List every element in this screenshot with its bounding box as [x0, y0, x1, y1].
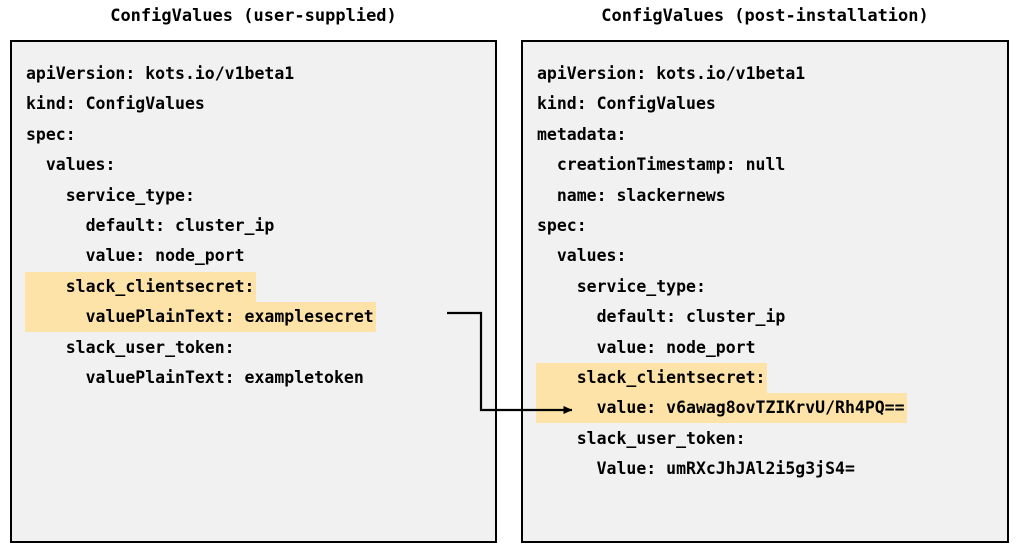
yaml-line-text: values: — [26, 155, 116, 175]
yaml-line: service_type: — [523, 272, 1007, 302]
yaml-line: value: v6awag8ovTZIKrvU/Rh4PQ== — [523, 393, 1007, 424]
yaml-line: default: cluster_ip — [523, 302, 1007, 332]
yaml-line: valuePlainText: examplesecret — [12, 302, 495, 333]
yaml-line: spec: — [12, 120, 495, 150]
yaml-line-text: Value: umRXcJhJAl2i5g3jS4= — [537, 459, 855, 479]
yaml-line: service_type: — [12, 181, 495, 211]
yaml-line: values: — [523, 241, 1007, 271]
yaml-line-list-user-supplied: apiVersion: kots.io/v1beta1 kind: ConfigV… — [12, 42, 495, 541]
yaml-line-list-post-installation: apiVersion: kots.io/v1beta1 kind: ConfigV… — [523, 42, 1007, 541]
yaml-line-text: value: v6awag8ovTZIKrvU/Rh4PQ== — [536, 393, 907, 424]
yaml-line: slack_user_token: — [523, 424, 1007, 454]
yaml-line-text: apiVersion: kots.io/v1beta1 — [26, 64, 295, 83]
yaml-line-text: spec: — [26, 124, 76, 144]
panel-title-user-supplied: ConfigValues (user-supplied) — [110, 6, 397, 26]
yaml-line-text: kind: ConfigValues — [26, 94, 205, 114]
yaml-line-text: apiVersion: kots.io/v1beta1 — [537, 64, 806, 83]
yaml-line: apiVersion: kots.io/v1beta1 — [523, 59, 1007, 89]
yaml-line-text: default: cluster_ip — [537, 307, 786, 327]
yaml-line-text: slack_clientsecret: — [25, 271, 257, 302]
yaml-line: apiVersion: kots.io/v1beta1 — [12, 59, 495, 89]
yaml-line: slack_clientsecret: — [12, 271, 495, 302]
yaml-line: creationTimestamp: null — [523, 150, 1007, 180]
yaml-line: values: — [12, 150, 495, 180]
yaml-line-text: spec: — [537, 215, 587, 235]
yaml-line-text: creationTimestamp: null — [537, 155, 786, 175]
yaml-line-text: values: — [537, 246, 627, 266]
yaml-line: valuePlainText: exampletoken — [12, 363, 495, 393]
yaml-line-text: service_type: — [26, 185, 195, 205]
yaml-box-user-supplied: apiVersion: kots.io/v1beta1 kind: ConfigV… — [10, 40, 497, 543]
yaml-line-text: name: slackernews — [537, 185, 726, 205]
yaml-line: default: cluster_ip — [12, 211, 495, 241]
yaml-line-text: valuePlainText: examplesecret — [25, 302, 376, 333]
yaml-line-text: value: node_port — [537, 337, 756, 357]
yaml-line-text: service_type: — [537, 276, 706, 296]
yaml-box-post-installation: apiVersion: kots.io/v1beta1 kind: ConfigV… — [521, 40, 1009, 543]
yaml-line-text: slack_clientsecret: — [536, 362, 768, 393]
yaml-line-text: value: node_port — [26, 246, 245, 266]
yaml-line-text: metadata: — [537, 124, 627, 144]
yaml-line-text: valuePlainText: exampletoken — [26, 367, 364, 387]
yaml-line: Value: umRXcJhJAl2i5g3jS4= — [523, 454, 1007, 484]
yaml-line-text: default: cluster_ip — [26, 215, 275, 235]
yaml-line: name: slackernews — [523, 181, 1007, 211]
yaml-line-text: kind: ConfigValues — [537, 94, 716, 114]
yaml-line: value: node_port — [12, 241, 495, 271]
yaml-line-text: slack_user_token: — [537, 428, 746, 448]
yaml-line: value: node_port — [523, 333, 1007, 363]
yaml-line: spec: — [523, 211, 1007, 241]
yaml-line: kind: ConfigValues — [523, 89, 1007, 119]
yaml-line: slack_clientsecret: — [523, 362, 1007, 393]
yaml-line-text: slack_user_token: — [26, 337, 235, 357]
yaml-line: slack_user_token: — [12, 333, 495, 363]
yaml-line: kind: ConfigValues — [12, 89, 495, 119]
yaml-line: metadata: — [523, 120, 1007, 150]
panel-title-post-installation: ConfigValues (post-installation) — [601, 6, 929, 26]
